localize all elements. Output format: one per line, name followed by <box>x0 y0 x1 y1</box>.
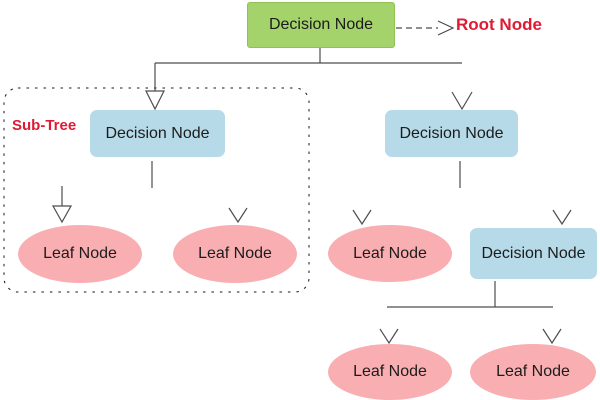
subtree-decision-node: Decision Node <box>90 110 225 157</box>
bottom-leaf-node-right: Leaf Node <box>470 344 596 400</box>
edge-right-child-to-leaves <box>387 281 553 308</box>
arrowhead-right-branch-icon <box>451 91 473 111</box>
arrowhead-bottom-leaf-right-icon <box>542 328 562 345</box>
right-child-decision-node: Decision Node <box>470 228 597 279</box>
arrow-subtree-leaf-left-icon <box>51 186 73 224</box>
arrowhead-subtree-leaf-right-icon <box>228 207 248 224</box>
subtree-leaf-node-left: Leaf Node <box>18 225 142 283</box>
bottom-leaf-node-left: Leaf Node <box>328 344 452 400</box>
root-annotation-arrowhead-icon <box>437 20 455 36</box>
subtree-dashed-boundary <box>3 87 310 293</box>
mid-leaf-node: Leaf Node <box>328 225 452 282</box>
arrowhead-left-branch-icon <box>145 90 165 111</box>
root-decision-node: Decision Node <box>247 2 395 48</box>
arrowhead-right-child-decision-icon <box>552 209 572 226</box>
edge-root-to-children <box>154 47 462 91</box>
arrowhead-bottom-leaf-left-icon <box>379 328 399 345</box>
subtree-leaf-node-right: Leaf Node <box>173 225 297 283</box>
subtree-label: Sub-Tree <box>12 117 77 134</box>
arrowhead-mid-leaf-icon <box>352 209 372 226</box>
right-decision-node: Decision Node <box>385 110 518 157</box>
root-node-annotation: Root Node <box>456 15 542 34</box>
